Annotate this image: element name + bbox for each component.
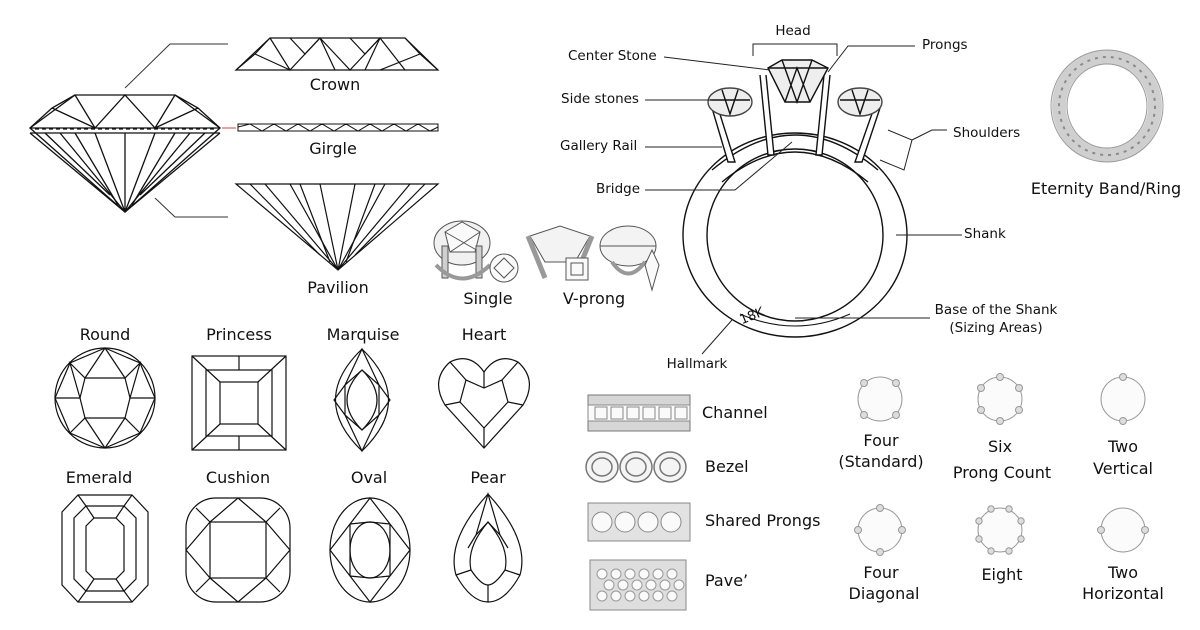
diamond-side-view [28, 94, 222, 213]
shape-marquise [333, 347, 391, 453]
head-label: Head [775, 23, 811, 39]
shape-label-marquise: Marquise [326, 325, 400, 344]
shape-label-pear: Pear [470, 468, 506, 487]
prong-label-four: Four [863, 431, 899, 450]
shape-label-heart: Heart [461, 325, 507, 344]
shape-heart [438, 358, 530, 449]
girdle-label: Girgle [309, 139, 357, 158]
v-prong-head-illustration [525, 225, 660, 292]
prong-count-title: Prong Count [952, 463, 1052, 482]
prong-label-four-d: Four [863, 563, 899, 582]
prong-label-vertical: Vertical [1093, 459, 1153, 478]
prongs-label: Prongs [922, 37, 968, 53]
prong-eight-icon [975, 505, 1025, 555]
prong-two-vertical-icon [1100, 373, 1146, 425]
shape-pear [453, 491, 523, 603]
prong-label-horizontal: Horizontal [1082, 584, 1164, 603]
setting-label-shared-prongs: Shared Prongs [705, 511, 821, 530]
v-prong-head-label: V-prong [562, 289, 626, 308]
prong-label-diagonal: Diagonal [848, 584, 920, 603]
prong-four-diagonal-icon [854, 504, 906, 556]
base-of-shank-label: Base of the Shank [934, 302, 1058, 318]
prong-label-two-h: Two [1108, 563, 1138, 582]
pavilion-label: Pavilion [307, 278, 369, 297]
gallery-rail-label: Gallery Rail [560, 138, 638, 154]
shank-label: Shank [964, 226, 1006, 242]
center-stone-label: Center Stone [568, 48, 657, 64]
hallmark-label: Hallmark [666, 356, 728, 372]
prong-label-eight: Eight [981, 565, 1023, 584]
setting-bezel-strip [585, 451, 687, 483]
prong-four-standard-icon [857, 376, 903, 422]
shape-princess [191, 355, 287, 451]
shape-label-round: Round [79, 325, 131, 344]
crown-drawing [234, 37, 440, 71]
setting-shared-prongs-strip [587, 502, 691, 542]
prong-label-six: Six [987, 437, 1013, 456]
eternity-band-illustration [1050, 49, 1164, 163]
single-head-label: Single [463, 289, 513, 308]
girdle-drawing [237, 123, 439, 132]
prong-two-horizontal-icon [1097, 507, 1149, 553]
shape-label-emerald: Emerald [65, 468, 133, 487]
shape-cushion [185, 497, 291, 603]
crown-label: Crown [309, 75, 361, 94]
setting-label-channel: Channel [702, 403, 768, 422]
shape-emerald [61, 494, 149, 603]
side-stones-label: Side stones [561, 91, 639, 107]
shoulders-label: Shoulders [953, 125, 1021, 141]
shape-label-oval: Oval [350, 468, 388, 487]
setting-label-pave: Pave’ [705, 571, 749, 590]
eternity-band-label: Eternity Band/Ring [1030, 179, 1182, 198]
shape-round [54, 347, 156, 449]
setting-channel-strip [587, 394, 691, 432]
prong-label-standard: (Standard) [838, 452, 924, 471]
sizing-areas-label: (Sizing Areas) [949, 320, 1043, 336]
shape-label-princess: Princess [206, 325, 272, 344]
prong-six-icon [977, 373, 1023, 425]
shape-oval [329, 497, 411, 603]
single-head-illustration [433, 220, 519, 283]
setting-label-bezel: Bezel [705, 457, 749, 476]
ring-diagram [682, 59, 908, 338]
prong-label-two-v: Two [1108, 437, 1138, 456]
shape-label-cushion: Cushion [205, 468, 271, 487]
bridge-label: Bridge [596, 181, 641, 197]
diamond-leader-lines [124, 43, 236, 218]
ring-leader-lines [645, 43, 962, 355]
pavilion-drawing [234, 183, 440, 271]
setting-pave-strip [589, 559, 687, 611]
